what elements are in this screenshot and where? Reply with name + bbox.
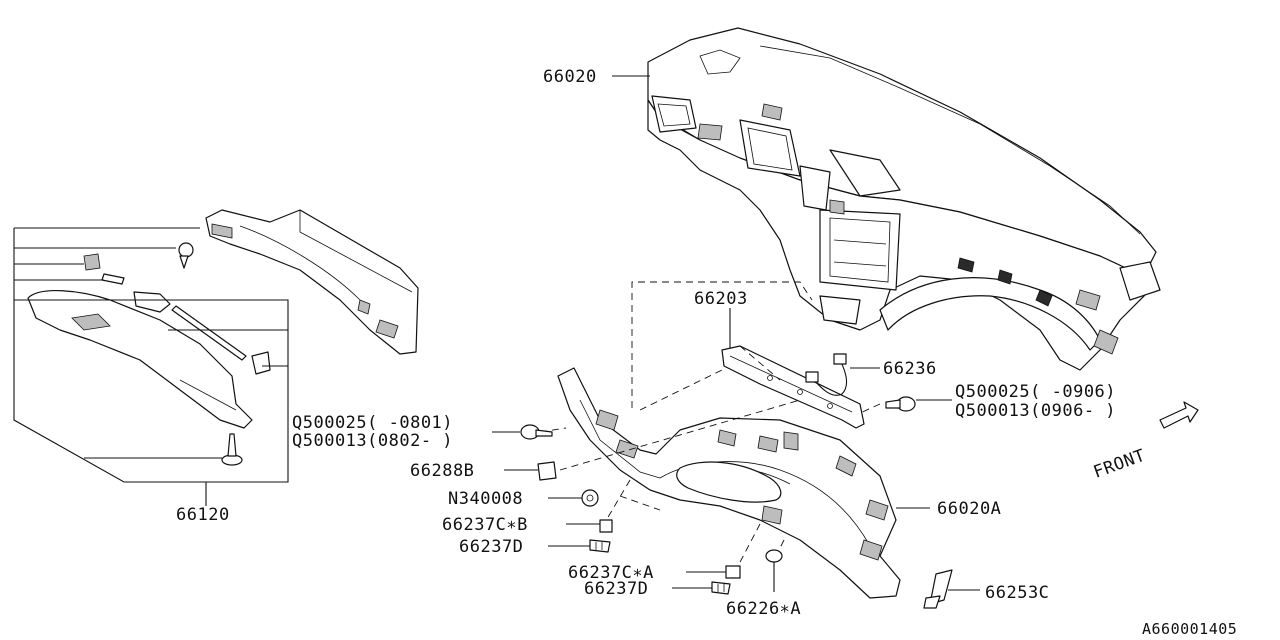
label-q500025-left: Q500025( -0801): [292, 413, 453, 433]
label-66120: 66120: [176, 505, 230, 525]
label-66237c-b: 66237C∗B: [442, 515, 528, 535]
clip-66237c-a: [686, 565, 741, 579]
clip-66237d-lower: [672, 581, 731, 595]
front-direction-indicator: [1159, 401, 1199, 429]
label-q500025-right: Q500025( -0906): [955, 382, 1116, 402]
clip-66237c-b: [566, 519, 613, 533]
nut-n340008: [548, 489, 599, 507]
plug-66226a: [765, 549, 783, 592]
front-label: FRONT: [1091, 446, 1148, 483]
bolt-left: [492, 424, 553, 440]
label-66237c-a: 66237C∗A: [568, 563, 654, 583]
diagram-id: A660001405: [1142, 620, 1237, 638]
clip-66253c: [923, 569, 980, 609]
bolt-right: [885, 396, 952, 412]
label-66236: 66236: [883, 359, 937, 379]
label-66020a: 66020A: [937, 499, 1001, 519]
label-66203: 66203: [694, 289, 748, 309]
harness-66236: [805, 353, 880, 396]
label-66237d-lower: 66237D: [584, 579, 648, 599]
label-66226a: 66226∗A: [726, 599, 801, 619]
label-66237d-upper: 66237D: [459, 537, 523, 557]
clip-66288b: [504, 461, 557, 481]
label-n340008: N340008: [448, 489, 523, 509]
lower-support-beam: [557, 367, 930, 599]
label-66020: 66020: [543, 67, 597, 87]
label-66253c: 66253C: [985, 583, 1049, 603]
label-66288b: 66288B: [410, 461, 474, 481]
glove-box: [13, 209, 419, 506]
label-q500013-right: Q500013(0906- ): [955, 401, 1116, 421]
support-bracket: [721, 308, 865, 429]
label-q500013-left: Q500013(0802- ): [292, 431, 453, 451]
assembly-lines: [539, 281, 881, 567]
clip-66237d-upper: [548, 539, 611, 553]
instrument-panel: [612, 27, 1161, 371]
